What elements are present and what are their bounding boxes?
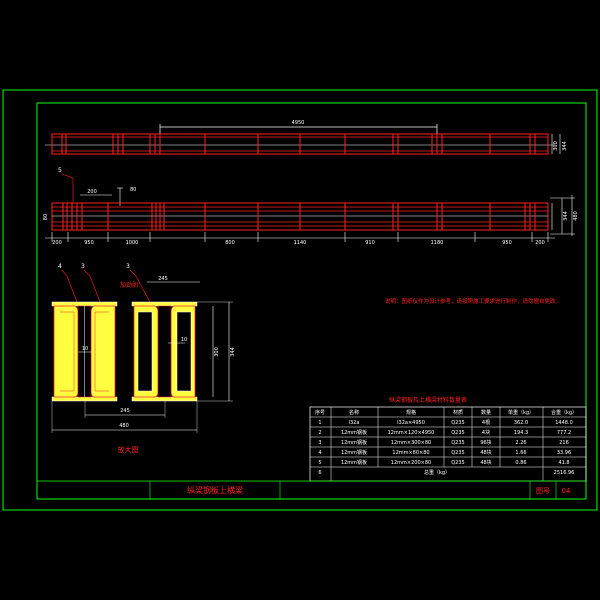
table-cell: 1.66 xyxy=(515,450,526,456)
table-cell: 41.8 xyxy=(558,460,569,466)
table-cell: 4根 xyxy=(482,419,490,426)
plan-bottom-dim: 950 xyxy=(84,240,94,246)
table-cell: 12mm×300×80 xyxy=(391,440,431,446)
cross-section: 4 3 3 加劲肋 245 10 xyxy=(51,263,236,454)
table-cell: 4 xyxy=(318,450,321,456)
table-cell: 2516.96 xyxy=(554,470,575,476)
table-cell: 12mm钢板 xyxy=(341,449,367,456)
drawing-title: 纵梁钢板上横梁 xyxy=(187,485,243,495)
table-cell: 12mm×120×4950 xyxy=(388,430,435,436)
plan-view: 5 200 80 80 xyxy=(43,167,579,246)
title-block: 纵梁钢板上横梁 图号 04 xyxy=(37,480,586,500)
sheet-number: 04 xyxy=(562,487,571,495)
section-bottom-width-label: 480 xyxy=(119,423,129,429)
table-cell: Q235 xyxy=(451,420,464,426)
section-height-outer-label: 344 xyxy=(230,347,236,357)
table-cell: 216 xyxy=(559,440,569,446)
plan-left-dim: 80 xyxy=(43,214,49,220)
sheet-label: 图号 xyxy=(536,487,550,495)
elevation-height-total-label: 344 xyxy=(562,141,568,151)
table-header-cell: 合重（kg） xyxy=(551,409,577,416)
table-cell: 1448.0 xyxy=(555,420,573,426)
table-header-cell: 规格 xyxy=(406,409,416,416)
table-cell: 总重（kg） xyxy=(424,469,450,476)
table-header-cell: 序号 xyxy=(315,409,325,416)
table-cell: Q235 xyxy=(451,430,464,436)
table-cell: 12mm×80×80 xyxy=(392,450,429,456)
plan-callout-dim: 200 xyxy=(87,189,97,195)
section-note-label: 加劲肋 xyxy=(120,281,138,289)
table-caption: 纵梁钢板及上横梁材料数量表 xyxy=(389,396,467,404)
section-callout-3b: 3 xyxy=(126,263,130,270)
plan-bottom-dim: 950 xyxy=(502,240,512,246)
table-cell: 12mm钢板 xyxy=(341,439,367,446)
elevation-height-label: 300 xyxy=(553,141,559,151)
section-callout-3a: 3 xyxy=(81,263,85,270)
plan-bottom-dim: 1000 xyxy=(126,240,139,246)
elevation-view: 4950 300 344 xyxy=(45,120,568,155)
table-header-cell: 数量 xyxy=(481,409,491,416)
plan-depth-label-2: 480 xyxy=(573,211,579,221)
table-cell: I32a xyxy=(349,420,360,426)
table-cell: 6 xyxy=(318,470,321,476)
table-cell: 3 xyxy=(318,440,321,446)
table-cell: 777.2 xyxy=(557,430,571,436)
table-cell: 12mm钢板 xyxy=(341,459,367,466)
plan-bottom-dim: 200 xyxy=(535,240,545,246)
table-cell: Q235 xyxy=(451,460,464,466)
plan-bottom-dim: 1140 xyxy=(294,240,307,246)
table-header-cell: 材质 xyxy=(453,409,463,416)
i-beam-left xyxy=(51,301,118,402)
i-beam-right xyxy=(131,301,198,402)
elevation-length-label: 4950 xyxy=(292,120,305,126)
section-top-width-label: 245 xyxy=(158,276,168,282)
table-cell: 12mm钢板 xyxy=(341,429,367,436)
table-cell: I32a×4950 xyxy=(397,420,425,426)
table-cell: 96块 xyxy=(480,439,491,446)
table-cell: 12mm×200×80 xyxy=(391,460,431,466)
table-cell: 5 xyxy=(318,460,321,466)
section-callout-4: 4 xyxy=(58,263,62,270)
plan-callout-5: 5 xyxy=(58,167,62,174)
plan-depth-label-1: 344 xyxy=(563,211,569,221)
plan-width-label: 80 xyxy=(130,187,136,193)
table-cell: 194.3 xyxy=(514,430,528,436)
table-cell: 1 xyxy=(318,420,321,426)
plan-bottom-dim: 910 xyxy=(365,240,375,246)
table-cell: 2 xyxy=(318,430,321,436)
section-web-label-right: 10 xyxy=(181,337,187,343)
table-cell: 362.0 xyxy=(514,420,528,426)
table-cell: 4块 xyxy=(482,429,490,436)
plan-bottom-dim: 200 xyxy=(52,240,62,246)
table-cell: 0.86 xyxy=(515,460,526,466)
section-web-label: 10 xyxy=(82,346,88,352)
drawing-note: 说明：图纸仅作为设计参考，请按照施工要求进行制作，请勿擅自更改。 xyxy=(385,297,561,305)
plan-bottom-dim: 1180 xyxy=(431,240,444,246)
section-height-inner-label: 300 xyxy=(214,347,220,357)
table-header-cell: 名称 xyxy=(349,409,359,416)
table-cell: 48块 xyxy=(480,459,491,466)
table-header-cell: 单重（kg） xyxy=(508,409,534,416)
table-cell: 48块 xyxy=(480,449,491,456)
table-cell: 2.26 xyxy=(515,440,526,446)
plan-bottom-dim: 800 xyxy=(225,240,235,246)
outer-frame xyxy=(2,89,598,511)
table-cell: Q235 xyxy=(451,450,464,456)
section-title: 放大图 xyxy=(118,445,139,454)
table-cell: Q235 xyxy=(451,440,464,446)
section-inner-width-label: 245 xyxy=(120,408,130,414)
materials-table: 纵梁钢板及上横梁材料数量表 序号 名称 规格 材质 数量 单重（kg） 合重（kg） 1 I32… xyxy=(309,396,587,482)
table-cell: 33.96 xyxy=(557,450,571,456)
